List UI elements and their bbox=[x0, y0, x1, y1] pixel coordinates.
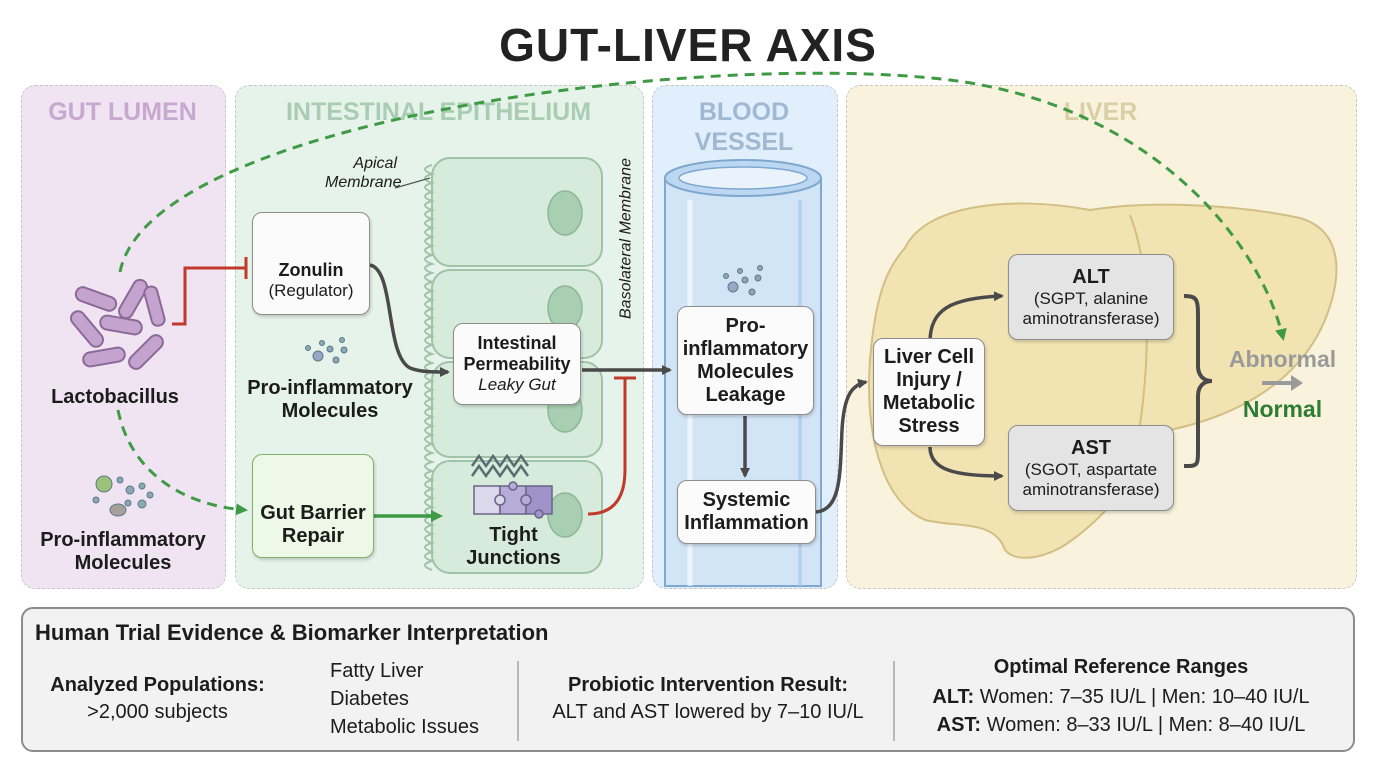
result-label: Probiotic Intervention Result: bbox=[567, 674, 849, 696]
gut-lumen-title: GUT LUMEN bbox=[48, 98, 197, 126]
lactobacillus-label: Lactobacillus bbox=[51, 386, 179, 408]
liver-injury-label: Liver Cell Injury / Metabolic Stress bbox=[882, 346, 976, 437]
ast-range-value: Women: 8–33 IU/L | Men: 8–40 IU/L bbox=[986, 714, 1306, 736]
zonulin-title: Zonulin bbox=[278, 260, 344, 280]
molecules-cluster-epithelium bbox=[305, 337, 348, 364]
alt-ast-bracket bbox=[1183, 294, 1213, 468]
liver-injury-box: Liver Cell Injury / Metabolic Stress bbox=[873, 338, 985, 446]
separator bbox=[517, 661, 519, 741]
lactobacillus-bacteria bbox=[70, 278, 166, 370]
evidence-heading: Human Trial Evidence & Biomarker Interpr… bbox=[35, 620, 549, 645]
apical-pointer bbox=[394, 177, 431, 189]
populations-label: Analyzed Populations: bbox=[50, 674, 265, 696]
inhibition-tight-junction-permeability bbox=[587, 376, 636, 516]
alt-range-value: Women: 7–35 IU/L | Men: 10–40 IU/L bbox=[979, 686, 1310, 708]
blood-vessel-title: BLOOD VESSEL bbox=[694, 98, 794, 156]
population-item: Diabetes bbox=[330, 688, 409, 710]
permeability-subtitle: Leaky Gut bbox=[478, 375, 556, 394]
zonulin-subtitle: (Regulator) bbox=[268, 281, 354, 300]
gut-lumen-panel bbox=[21, 85, 226, 589]
result-text: ALT and AST lowered by 7–10 IU/L bbox=[552, 701, 864, 723]
alt-range-row: ALT: Women: 7–35 IU/L | Men: 10–40 IU/L bbox=[899, 686, 1343, 709]
abnormal-label: Abnormal bbox=[1228, 346, 1337, 372]
population-item: Fatty Liver bbox=[330, 660, 424, 682]
alt-detail: (SGPT, alanine aminotransferase) bbox=[1022, 288, 1160, 328]
liver-title: LIVER bbox=[1063, 98, 1138, 126]
ast-box: AST (SGOT, aspartate aminotransferase) bbox=[1008, 425, 1174, 511]
leakage-box: Pro-inflammatory Molecules Leakage bbox=[677, 306, 814, 415]
molecules-cluster-blood bbox=[723, 265, 763, 296]
lactobacillus-to-repair-arc bbox=[116, 409, 248, 516]
arrow-injury-to-alt bbox=[928, 291, 1004, 343]
apical-membrane-label: Apical Membrane bbox=[325, 155, 402, 191]
inhibition-lactobacillus-zonulin bbox=[172, 257, 248, 326]
ast-range-row: AST: Women: 8–33 IU/L | Men: 8–40 IU/L bbox=[899, 714, 1343, 737]
ranges-label: Optimal Reference Ranges bbox=[993, 656, 1249, 678]
epithelium-title: INTESTINAL EPITHELIUM bbox=[285, 98, 592, 126]
leakage-label: Pro-inflammatory Molecules Leakage bbox=[682, 314, 809, 406]
tight-junction-zigzag-icon bbox=[470, 453, 530, 479]
ast-range-label: AST: bbox=[936, 714, 982, 736]
arrow-systemic-to-liver bbox=[815, 378, 868, 514]
alt-title: ALT bbox=[1072, 265, 1110, 288]
ast-title: AST bbox=[1071, 436, 1111, 459]
puzzle-icon bbox=[473, 481, 553, 519]
populations-count: >2,000 subjects bbox=[87, 701, 228, 723]
arrow-zonulin-to-permeability bbox=[369, 263, 450, 377]
systemic-inflammation-box: Systemic Inflammation bbox=[677, 480, 816, 544]
gut-barrier-repair-label: Gut Barrier Repair bbox=[260, 502, 366, 547]
separator bbox=[893, 661, 895, 741]
lumen-molecules-label: Pro-inflammatory Molecules bbox=[40, 529, 206, 574]
evidence-panel: Human Trial Evidence & Biomarker Interpr… bbox=[21, 607, 1355, 752]
microvilli bbox=[424, 164, 436, 571]
alt-box: ALT (SGPT, alanine aminotransferase) bbox=[1008, 254, 1174, 340]
ast-detail: (SGOT, aspartate aminotransferase) bbox=[1022, 459, 1160, 499]
systemic-inflammation-label: Systemic Inflammation bbox=[684, 489, 809, 534]
normal-label: Normal bbox=[1242, 396, 1323, 422]
zonulin-box: Zonulin (Regulator) bbox=[252, 212, 370, 315]
arrow-injury-to-ast bbox=[928, 446, 1004, 481]
basolateral-membrane-label: Basolateral Membrane bbox=[617, 158, 635, 319]
population-item: Metabolic Issues bbox=[330, 716, 479, 738]
page-title: GUT-LIVER AXIS bbox=[499, 19, 877, 71]
gut-barrier-repair-box: Gut Barrier Repair bbox=[252, 454, 374, 558]
permeability-box: Intestinal Permeability Leaky Gut bbox=[453, 323, 581, 405]
alt-range-label: ALT: bbox=[932, 686, 975, 708]
tight-junctions-label: Tight Junctions bbox=[466, 524, 561, 569]
permeability-title: Intestinal Permeability bbox=[463, 333, 571, 374]
molecules-cluster-lumen bbox=[92, 475, 154, 517]
epithelium-molecules-label: Pro-inflammatory Molecules bbox=[247, 377, 413, 422]
